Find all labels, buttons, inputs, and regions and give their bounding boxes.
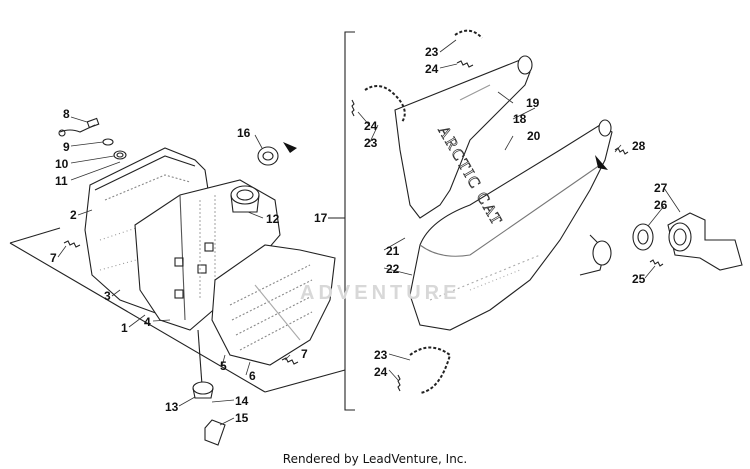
spring-7-left (63, 240, 81, 248)
hardware-bolt-stack (58, 117, 127, 160)
callout-6: 6 (249, 369, 256, 383)
callout-9: 9 (63, 140, 70, 154)
callout-14: 14 (235, 394, 249, 408)
callout-25: 25 (632, 272, 646, 286)
callout-24-top: 24 (425, 62, 439, 76)
direction-arrow (283, 142, 297, 153)
callout-3: 3 (104, 289, 111, 303)
spring-25 (649, 259, 664, 267)
callout-23-top: 23 (425, 45, 439, 59)
callout-18: 18 (513, 112, 527, 126)
direction-arrow-right (595, 155, 608, 170)
muffler-body (134, 179, 281, 331)
gasket (632, 223, 654, 251)
callout-27: 27 (654, 181, 668, 195)
callout-24-mid: 24 (364, 119, 378, 133)
callout-21: 21 (386, 244, 400, 258)
muffler-outlet-neck (230, 185, 260, 213)
callout-15: 15 (235, 411, 249, 425)
clamp-ring-bottom (409, 346, 452, 394)
footer-credit: Rendered by LeadVenture, Inc. (282, 452, 468, 466)
callout-13: 13 (165, 400, 179, 414)
callout-19: 19 (526, 96, 540, 110)
callout-1: 1 (121, 321, 128, 335)
callout-23-mid: 23 (364, 136, 378, 150)
spring-24-top (456, 60, 474, 68)
group-bracket-17 (344, 31, 355, 411)
watermark: ADVENTURE (300, 282, 461, 304)
assembly-bracket (9, 227, 346, 393)
callout-24-bottom: 24 (374, 365, 388, 379)
tail-pipe (394, 55, 533, 219)
callout-10: 10 (55, 157, 69, 171)
callout-28: 28 (632, 139, 646, 153)
grommet (257, 146, 279, 166)
callout-5: 5 (220, 359, 227, 373)
leader-lines-right (357, 39, 681, 381)
callout-12: 12 (266, 212, 280, 226)
callout-11: 11 (55, 174, 68, 188)
callout-20: 20 (527, 129, 541, 143)
callout-17: 17 (314, 211, 328, 225)
exhaust-manifold (667, 212, 743, 271)
callout-23-bottom: 23 (374, 348, 388, 362)
spring-28 (614, 147, 629, 155)
callout-7-right: 7 (301, 347, 308, 361)
callout-22: 22 (386, 262, 400, 276)
clamp-ring-mid (364, 85, 406, 123)
callout-16: 16 (237, 126, 251, 140)
spring-24-mid (351, 99, 355, 117)
spring-7-right (281, 357, 299, 365)
callout-8: 8 (63, 107, 70, 121)
spring-24-bottom (397, 374, 401, 392)
muffler-front-half (211, 244, 336, 366)
callout-4: 4 (144, 315, 151, 329)
callout-7-left: 7 (50, 251, 57, 265)
callout-26: 26 (654, 198, 668, 212)
leader-lines-left (57, 116, 291, 426)
clamp-ring-top (454, 29, 483, 39)
drain-fitting (192, 329, 226, 446)
expansion-chamber (409, 119, 613, 331)
callout-2: 2 (70, 208, 77, 222)
